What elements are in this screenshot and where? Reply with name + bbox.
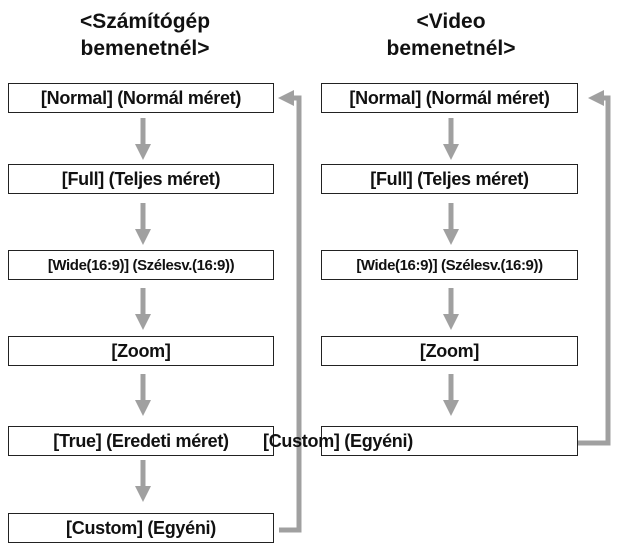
right-loop-connector (578, 89, 611, 446)
right-box-normal-label: [Normal] (Normál méret) (349, 87, 550, 108)
left-box-full-label: [Full] (Teljes méret) (61, 168, 221, 189)
left-box-zoom-label: [Zoom] (111, 340, 171, 361)
left-heading-line1: <Számítógép (79, 10, 211, 33)
left-box-wide-label: [Wide(16:9)] (Szélesv.(16:9)) (47, 256, 235, 274)
left-box-true-label: [True] (Eredeti méret) (53, 430, 229, 451)
right-box-custom-label: [Custom] (Egyéni) (263, 431, 413, 451)
left-box-custom-label: [Custom] (Egyéni) (66, 517, 216, 538)
right-box-zoom: [Zoom] (321, 336, 578, 366)
right-box-normal: [Normal] (Normál méret) (321, 83, 578, 113)
left-box-wide: [Wide(16:9)] (Szélesv.(16:9)) (8, 250, 274, 280)
left-column-heading: <Számítógép bemenetnél> (20, 8, 270, 62)
left-box-custom: [Custom] (Egyéni) (8, 513, 274, 543)
left-box-zoom: [Zoom] (8, 336, 274, 366)
right-box-wide: [Wide(16:9)] (Szélesv.(16:9)) (321, 250, 578, 280)
left-heading-line2: bemenetnél> (80, 37, 210, 60)
left-box-true: [True] (Eredeti méret) (8, 426, 274, 456)
right-box-full-label: [Full] (Teljes méret) (370, 168, 529, 189)
right-box-zoom-label: [Zoom] (419, 340, 480, 361)
right-box-full: [Full] (Teljes méret) (321, 164, 578, 194)
right-heading-line2: bemenetnél> (386, 37, 516, 60)
left-box-normal-label: [Normal] (Normál méret) (40, 87, 242, 108)
right-box-wide-label: [Wide(16:9)] (Szélesv.(16:9)) (356, 256, 543, 274)
left-box-full: [Full] (Teljes méret) (8, 164, 274, 194)
left-loop-connector (277, 89, 302, 533)
left-box-normal: [Normal] (Normál méret) (8, 83, 274, 113)
right-heading-line1: <Video (416, 10, 486, 33)
right-box-custom (321, 426, 578, 456)
right-column-heading: <Video bemenetnél> (340, 8, 562, 62)
